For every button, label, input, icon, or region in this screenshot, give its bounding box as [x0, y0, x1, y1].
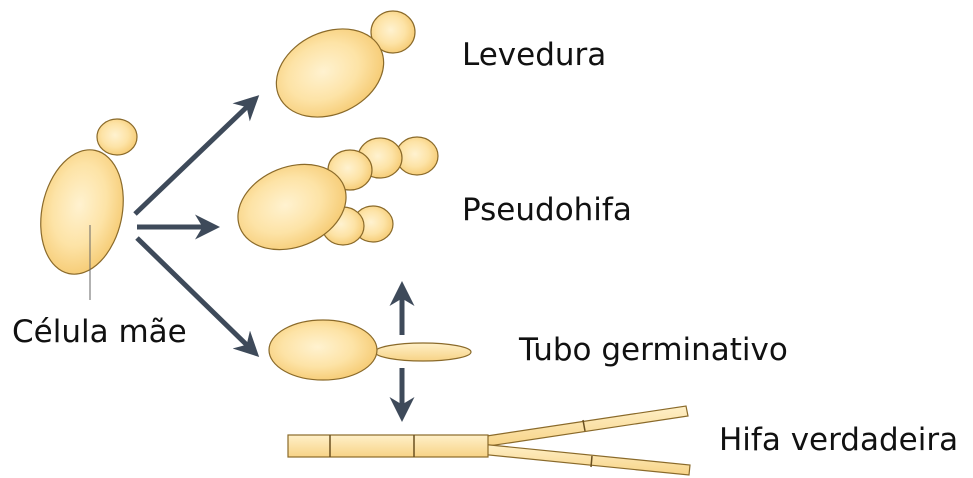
germ-tube-body: [269, 320, 377, 380]
true-hypha: [288, 406, 690, 475]
germ-tube-cell: [269, 320, 471, 380]
mother-cell-bud: [97, 119, 137, 155]
true-hypha-label: Hifa verdadeira: [719, 425, 958, 456]
pseudohypha-cells: [225, 137, 438, 265]
mother-cell-label: Célula mãe: [12, 317, 187, 348]
mother-cell-body: [30, 142, 134, 282]
true-hypha-septum-4: [591, 456, 592, 467]
arrow-to-yeast: [135, 102, 252, 214]
yeast-label: Levedura: [462, 40, 606, 71]
pseudohypha-label: Pseudohifa: [462, 195, 632, 226]
mother-cell: [30, 119, 137, 300]
germ-tube-label: Tubo germinativo: [519, 335, 788, 366]
yeast-cell: [262, 11, 415, 134]
true-hypha-branch-lower: [479, 444, 690, 475]
true-hypha-main: [288, 435, 488, 457]
germ-tube-extension: [375, 343, 471, 361]
